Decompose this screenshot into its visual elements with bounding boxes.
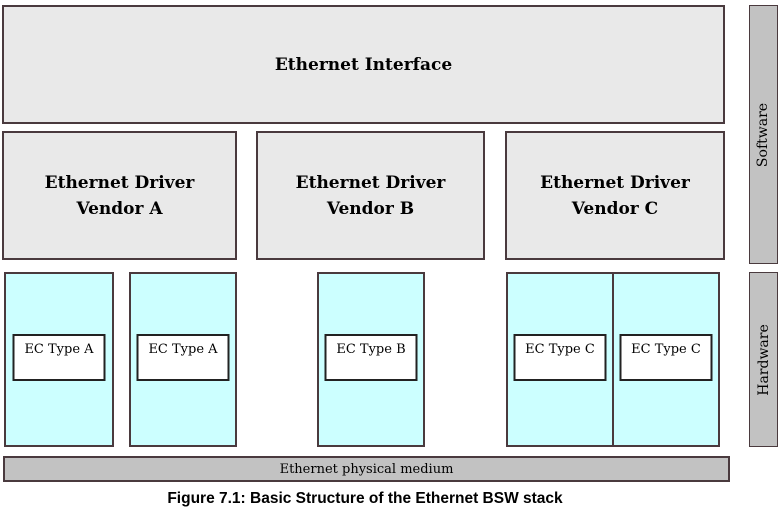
ethernet-controller-box-2: EC Type A bbox=[129, 272, 237, 447]
hardware-layer-bar: Hardware bbox=[749, 272, 778, 447]
ethernet-controller-box-5: EC Type C bbox=[612, 272, 720, 447]
ethernet-driver-vendor-c-box: Ethernet Driver Vendor C bbox=[505, 131, 725, 260]
ec-type-b-label: EC Type B bbox=[336, 342, 406, 357]
ec-type-b-box: EC Type B bbox=[324, 334, 418, 381]
vendor-b-label: Ethernet Driver Vendor B bbox=[296, 170, 446, 222]
vendor-b-label-line2: Vendor B bbox=[326, 198, 415, 219]
ethernet-controller-box-3: EC Type B bbox=[317, 272, 425, 447]
ethernet-controller-box-4: EC Type C bbox=[506, 272, 614, 447]
vendor-c-label-line2: Vendor C bbox=[571, 198, 659, 219]
ec-type-c-label-2: EC Type C bbox=[631, 342, 701, 357]
ec-type-c-box-1: EC Type C bbox=[513, 334, 607, 381]
ethernet-interface-box: Ethernet Interface bbox=[2, 5, 725, 124]
software-layer-bar: Software bbox=[749, 5, 778, 264]
ethernet-controller-box-1: EC Type A bbox=[4, 272, 114, 447]
ethernet-physical-medium-bar: Ethernet physical medium bbox=[3, 456, 730, 482]
vendor-a-label-line1: Ethernet Driver bbox=[44, 172, 195, 193]
ec-type-a-label-2: EC Type A bbox=[148, 342, 218, 357]
vendor-c-label: Ethernet Driver Vendor C bbox=[540, 170, 690, 222]
vendor-b-label-line1: Ethernet Driver bbox=[295, 172, 446, 193]
vendor-c-label-line1: Ethernet Driver bbox=[540, 172, 690, 193]
hardware-label: Hardware bbox=[755, 323, 772, 396]
ec-type-a-box-1: EC Type A bbox=[12, 334, 106, 381]
ethernet-driver-vendor-a-box: Ethernet Driver Vendor A bbox=[2, 131, 237, 260]
ethernet-driver-vendor-b-box: Ethernet Driver Vendor B bbox=[256, 131, 485, 260]
ec-type-c-label-1: EC Type C bbox=[525, 342, 595, 357]
vendor-a-label-line2: Vendor A bbox=[76, 198, 163, 219]
figure-caption: Figure 7.1: Basic Structure of the Ether… bbox=[167, 490, 563, 507]
software-label: Software bbox=[755, 102, 772, 167]
ethernet-physical-medium-label: Ethernet physical medium bbox=[279, 461, 454, 477]
ec-type-c-box-2: EC Type C bbox=[619, 334, 713, 381]
ethernet-interface-label: Ethernet Interface bbox=[274, 54, 453, 75]
ec-type-a-label-1: EC Type A bbox=[24, 342, 94, 357]
ec-type-a-box-2: EC Type A bbox=[136, 334, 230, 381]
vendor-a-label: Ethernet Driver Vendor A bbox=[45, 170, 195, 222]
